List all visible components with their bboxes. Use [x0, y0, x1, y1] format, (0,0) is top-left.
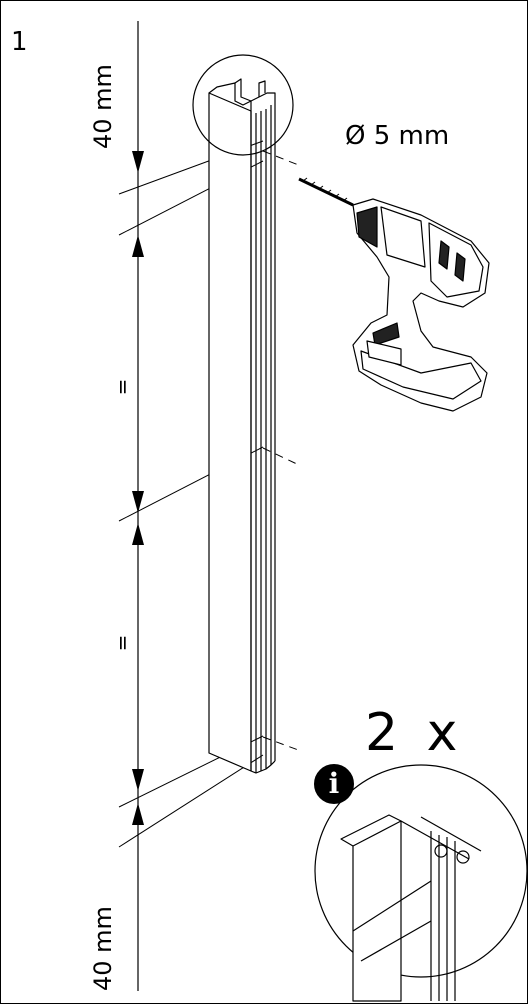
profile-detail-icon	[314, 764, 528, 1002]
step-number: 1	[11, 27, 28, 57]
drill-icon	[352, 198, 490, 412]
equal-spacing-mark: =	[111, 634, 136, 652]
top-offset-label: 40 mm	[89, 64, 117, 149]
quantity-label: 2 x	[365, 703, 464, 763]
dimension-arrows	[132, 151, 144, 825]
profile-rail	[208, 78, 276, 774]
info-icon: i	[314, 764, 354, 804]
drill-bit	[298, 177, 354, 207]
bottom-offset-label: 40 mm	[89, 906, 117, 991]
drill-diameter-label: Ø 5 mm	[345, 121, 450, 151]
drill-axis-lines	[262, 150, 302, 752]
top-detail-circle	[192, 54, 294, 156]
equal-spacing-mark: =	[111, 378, 136, 396]
